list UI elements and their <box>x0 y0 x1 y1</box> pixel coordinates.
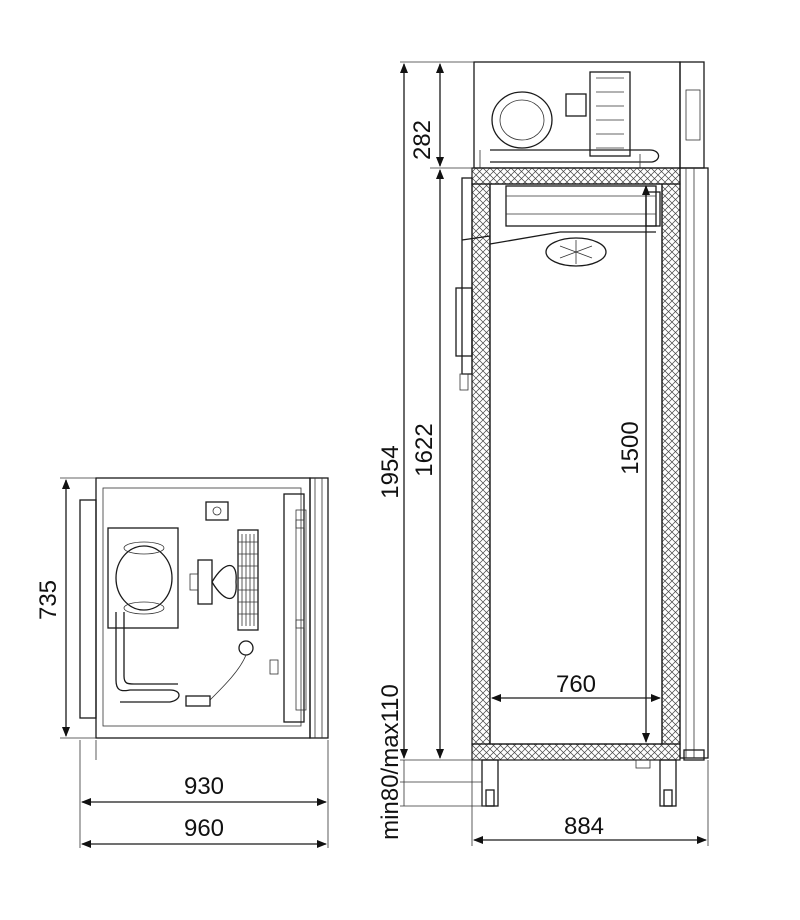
dim-label-735: 735 <box>35 580 62 620</box>
cabinet-shell <box>471 167 681 761</box>
side-pipe <box>455 177 491 391</box>
dim-label-930: 930 <box>184 773 224 800</box>
top-view-left-door-panel <box>79 499 97 719</box>
dim-label-1500: 1500 <box>617 421 644 474</box>
top-view: 735 930 960 <box>35 477 329 848</box>
unit-compressor-icon <box>491 91 553 149</box>
compressor-icon <box>115 545 173 611</box>
top-view-right-bracket <box>283 493 305 723</box>
evaporator <box>489 185 661 267</box>
dim-label-282: 282 <box>409 120 436 160</box>
fan-icon <box>189 559 237 605</box>
dim-label-884: 884 <box>564 813 604 840</box>
top-view-outline <box>95 477 311 739</box>
refrigeration-unit <box>473 61 705 169</box>
dim-label-legs: min80/max110 <box>377 684 404 840</box>
front-view: 282 1954 1622 1500 760 min80/max110 884 <box>377 61 709 846</box>
unit-fan-icon <box>589 71 631 157</box>
compressor-plate <box>107 527 179 629</box>
top-view-right-door-strip <box>309 477 329 739</box>
dim-label-960: 960 <box>184 815 224 842</box>
top-view-rail <box>295 509 307 711</box>
dim-label-1622: 1622 <box>411 423 438 476</box>
door <box>679 167 709 761</box>
piping <box>115 612 180 703</box>
pressure-gauge-icon <box>238 640 254 656</box>
top-view-inner-frame <box>102 487 302 727</box>
dim-label-1954: 1954 <box>377 445 404 498</box>
condenser-coil-icon <box>237 529 259 631</box>
dim-label-760: 760 <box>556 671 596 698</box>
legs <box>481 759 677 807</box>
